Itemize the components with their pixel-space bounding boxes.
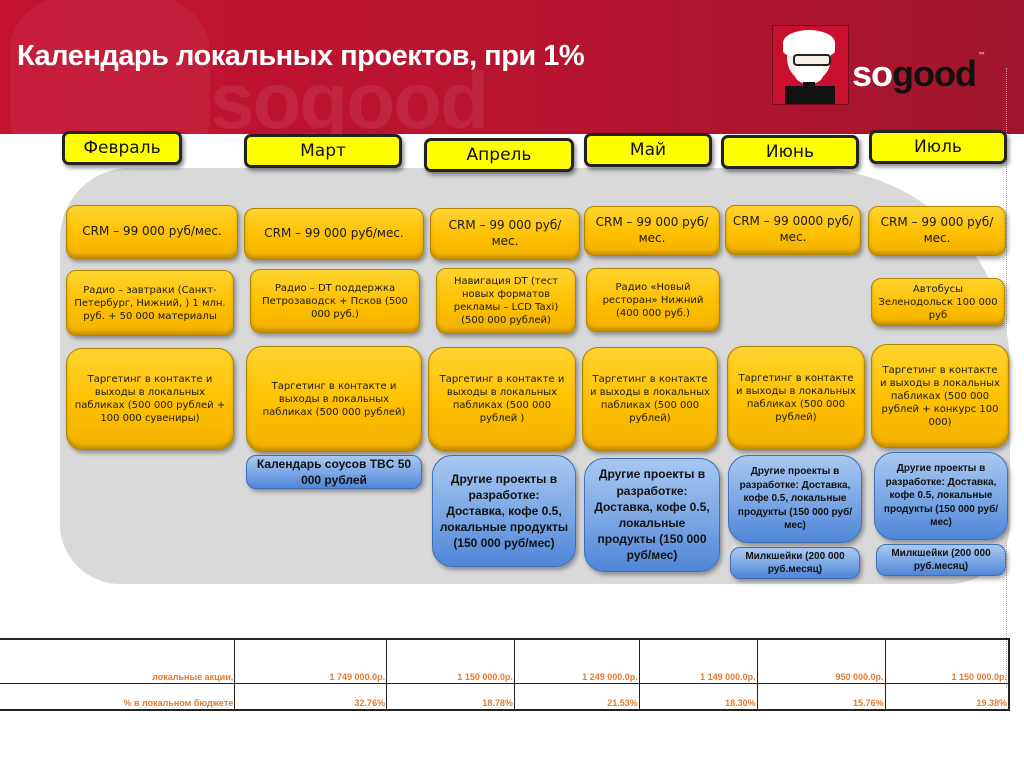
table-row-budget-share: % в локальном бюджете 32.76% 18.78% 21.5… (0, 683, 1010, 711)
targeting-card-apr: Таргетинг в контакте и выходы в локальны… (428, 347, 576, 451)
month-header-feb: Февраль (62, 131, 182, 165)
dev-projects-card-jul: Другие проекты в разработке: Доставка, к… (874, 452, 1008, 540)
cell-may: 1 149 000.0р. (638, 638, 758, 684)
dev-projects-card-apr: Другие проекты в разработке: Доставка, к… (432, 455, 576, 567)
cell-feb: 32.76% (234, 683, 388, 711)
month-header-mar: Март (244, 134, 402, 168)
cell-jun: 15.76% (756, 683, 886, 711)
budget-table: локальные акции, 1 749 000.0р. 1 150 000… (0, 638, 1010, 711)
milkshake-card-jun: Милкшейки (200 000 руб.месяц) (730, 547, 860, 579)
targeting-card-may: Таргетинг в контакте и выходы в локальны… (582, 347, 718, 451)
cell-jul: 1 150 000.0р. (884, 638, 1010, 684)
radio-card-feb: Радио – завтраки (Санкт-Петербург, Нижни… (66, 270, 234, 336)
crm-card-jul: CRM – 99 000 руб/мес. (868, 206, 1006, 256)
month-header-may: Май (584, 133, 712, 167)
row-label: локальные акции, (0, 638, 236, 684)
month-header-apr: Апрель (424, 138, 574, 172)
month-header-jul: Июль (869, 130, 1007, 164)
cell-mar: 18.78% (386, 683, 515, 711)
bus-card-jul: Автобусы Зеленодольск 100 000 руб (871, 278, 1005, 326)
cell-mar: 1 150 000.0р. (386, 638, 515, 684)
targeting-card-jul: Таргетинг в контакте и выходы в локальны… (871, 344, 1009, 448)
dev-projects-card-jun: Другие проекты в разработке: Доставка, к… (728, 455, 862, 543)
milkshake-card-jul: Милкшейки (200 000 руб.месяц) (876, 544, 1006, 576)
kfc-logo: sogood ™ (772, 25, 992, 105)
cell-jun: 950 000.0р. (756, 638, 886, 684)
targeting-card-jun: Таргетинг в контакте и выходы в локальны… (727, 346, 865, 450)
radio-card-mar: Радио – DT поддержка Петрозаводск + Пско… (250, 269, 420, 333)
cell-apr: 21.53% (513, 683, 640, 711)
sauce-calendar-card-mar: Календарь соусов TBC 50 000 рублей (246, 455, 422, 489)
targeting-card-feb: Таргетинг в контакте и выходы в локальны… (66, 348, 234, 450)
header-banner: sogood Календарь локальных проектов, при… (0, 0, 1024, 134)
month-header-jun: Июнь (721, 135, 859, 169)
crm-card-jun: CRM – 99 0000 руб/мес. (725, 205, 861, 255)
crm-card-mar: CRM – 99 000 руб/мес. (244, 208, 424, 260)
logo-wordmark: sogood (852, 53, 977, 94)
watermark-colonel (10, 0, 210, 134)
cell-may: 18.30% (638, 683, 758, 711)
crm-card-may: CRM – 99 000 руб/мес. (584, 206, 720, 256)
cell-feb: 1 749 000.0р. (234, 638, 388, 684)
navigation-card-apr: Навигация DT (тест новых форматов реклам… (436, 268, 576, 334)
watermark-text: sogood (210, 56, 489, 134)
crm-card-feb: CRM – 99 000 руб/мес. (66, 205, 238, 259)
targeting-card-mar: Таргетинг в контакте и выходы в локальны… (246, 346, 422, 452)
row-label: % в локальном бюджете (0, 683, 236, 711)
table-row-local-actions: локальные акции, 1 749 000.0р. 1 150 000… (0, 638, 1010, 684)
trademark: ™ (978, 51, 986, 60)
dev-projects-card-may: Другие проекты в разработке: Доставка, к… (584, 458, 720, 572)
cell-jul: 19.38% (884, 683, 1010, 711)
crm-card-apr: CRM – 99 000 руб/мес. (430, 208, 580, 260)
cell-apr: 1 249 000.0р. (513, 638, 640, 684)
page-title: Календарь локальных проектов, при 1% (17, 40, 585, 72)
colonel-icon (772, 25, 849, 105)
radio-card-may: Радио «Новый ресторан» Нижний (400 000 р… (586, 268, 720, 332)
